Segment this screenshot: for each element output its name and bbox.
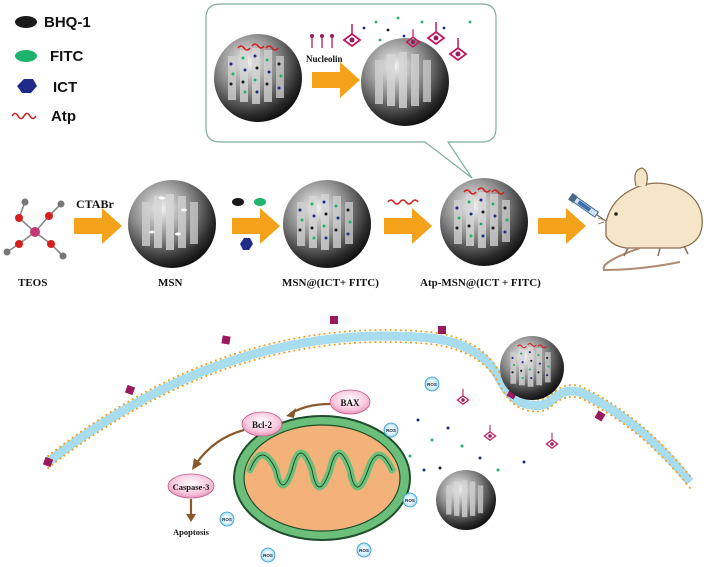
legend-label-ict: ICT	[53, 79, 77, 96]
nucleolin-receptors	[310, 34, 334, 48]
svg-text:ROS: ROS	[222, 517, 232, 522]
ros-bubble: ROS	[383, 422, 399, 438]
arrow-msn-loaded	[232, 208, 280, 244]
fitc-marker	[15, 50, 37, 62]
sphere-endocytosis	[500, 336, 564, 400]
atp-marker	[11, 112, 37, 120]
ros-bubble: ROS	[260, 547, 276, 563]
label-msn: MSN	[158, 277, 183, 289]
svg-text:BAX: BAX	[340, 398, 360, 408]
svg-text:ROS: ROS	[359, 548, 369, 553]
release-callout: Nucleolin	[205, 3, 497, 179]
arrow-to-mouse	[538, 208, 586, 244]
legend-label-bhq1: BHQ-1	[44, 14, 91, 31]
node-caspase3: Caspase-3	[167, 473, 215, 499]
callout-sphere-loaded	[214, 34, 302, 122]
teos-molecule	[3, 198, 67, 260]
atp-reagent	[387, 199, 419, 205]
svg-text:Bcl-2: Bcl-2	[252, 420, 272, 430]
sphere-intracellular	[436, 470, 496, 530]
callout-sphere-empty	[361, 38, 449, 126]
legend-label-atp: Atp	[51, 108, 76, 125]
node-bcl2: Bcl-2	[241, 411, 283, 437]
ict-marker	[17, 79, 37, 93]
bhq1-marker	[15, 16, 37, 28]
legend: BHQ-1 FITC ICT Atp	[11, 14, 91, 125]
nucleolin-label: Nucleolin	[306, 54, 343, 64]
svg-text:ROS: ROS	[263, 553, 273, 558]
label-apoptosis: Apoptosis	[173, 527, 210, 537]
ros-bubble: ROS	[219, 511, 235, 527]
released-dyes	[362, 16, 472, 42]
svg-text:ROS: ROS	[427, 382, 437, 387]
legend-label-fitc: FITC	[50, 48, 83, 65]
reagent-ctabr: CTABr	[76, 197, 114, 211]
ros-bubble: ROS	[402, 492, 418, 508]
apoptosis-pathway: BAX Bcl-2 Caspase-3 Apoptosis	[167, 389, 371, 537]
sphere-msn	[128, 180, 216, 268]
arrow-bax-bcl2	[289, 402, 331, 415]
loading-reagents	[232, 198, 266, 250]
mitochondrion	[233, 415, 411, 541]
svg-text:ROS: ROS	[405, 498, 415, 503]
svg-text:ROS: ROS	[386, 428, 396, 433]
svg-text:Caspase-3: Caspase-3	[173, 482, 210, 492]
arrow-loaded-capped	[384, 208, 432, 244]
sphere-atp-msn	[440, 178, 528, 266]
ros-bubble: ROS	[356, 542, 372, 558]
ros-bubbles: ROS ROS ROS ROS ROS ROS	[219, 376, 440, 563]
label-msn-ict-fitc: MSN@(ICT+ FITC)	[282, 277, 379, 289]
ros-bubble: ROS	[424, 376, 440, 392]
sphere-msn-ict-fitc	[283, 180, 371, 268]
label-teos: TEOS	[18, 277, 47, 289]
intracellular-dyes	[408, 418, 526, 472]
node-bax: BAX	[329, 389, 371, 415]
arrow-teos-msn	[74, 208, 122, 244]
mouse-icon	[597, 167, 703, 272]
arrow-bcl2-caspase	[195, 428, 245, 465]
label-atp-msn: Atp-MSN@(ICT + FITC)	[420, 277, 541, 289]
